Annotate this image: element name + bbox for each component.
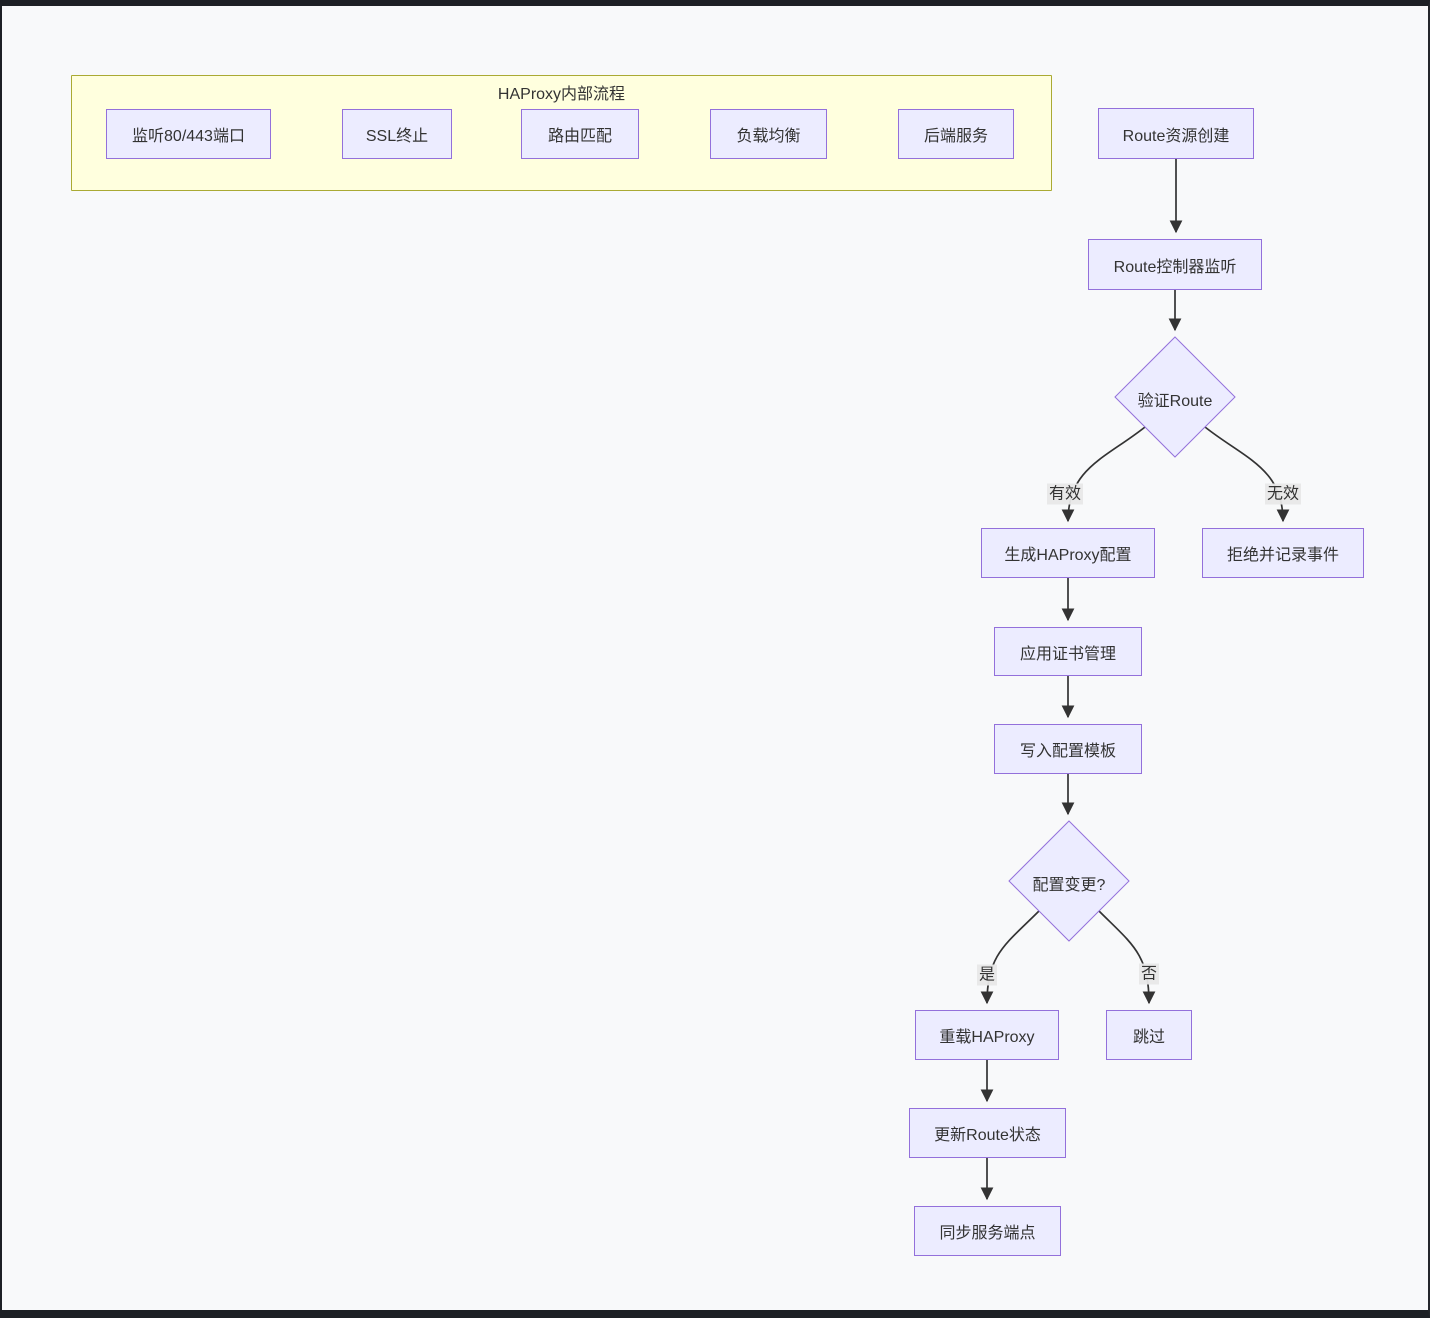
edge-label-valid: 有效 [1046, 483, 1084, 505]
node-reload-haproxy: 重载HAProxy [915, 1010, 1059, 1060]
node-ssl-termination: SSL终止 [342, 109, 452, 159]
subgraph-title: HAProxy内部流程 [497, 86, 626, 103]
node-route-matching: 路由匹配 [521, 109, 639, 159]
node-reject-and-log-event: 拒绝并记录事件 [1202, 528, 1364, 578]
edge-label-no: 否 [1138, 963, 1160, 985]
node-skip: 跳过 [1106, 1010, 1192, 1060]
node-validate-route-shape [1114, 336, 1236, 458]
node-backend-service: 后端服务 [898, 109, 1014, 159]
node-config-changed-shape [1008, 820, 1130, 942]
node-write-config-template: 写入配置模板 [994, 724, 1142, 774]
node-config-changed-label: 配置变更? [1032, 877, 1106, 894]
node-update-route-status: 更新Route状态 [909, 1108, 1066, 1158]
edge-label-yes: 是 [976, 964, 998, 986]
node-route-controller-watch: Route控制器监听 [1088, 239, 1262, 290]
node-route-created: Route资源创建 [1098, 108, 1254, 159]
node-generate-haproxy-config: 生成HAProxy配置 [981, 528, 1155, 578]
node-apply-cert-management: 应用证书管理 [994, 627, 1142, 676]
node-validate-route-label: 验证Route [1137, 393, 1213, 410]
node-listen-ports: 监听80/443端口 [106, 109, 271, 159]
node-sync-service-endpoints: 同步服务端点 [914, 1206, 1061, 1256]
node-load-balancing: 负载均衡 [710, 109, 827, 159]
edge-label-invalid: 无效 [1264, 483, 1302, 505]
flow-edges [271, 127, 1290, 1201]
